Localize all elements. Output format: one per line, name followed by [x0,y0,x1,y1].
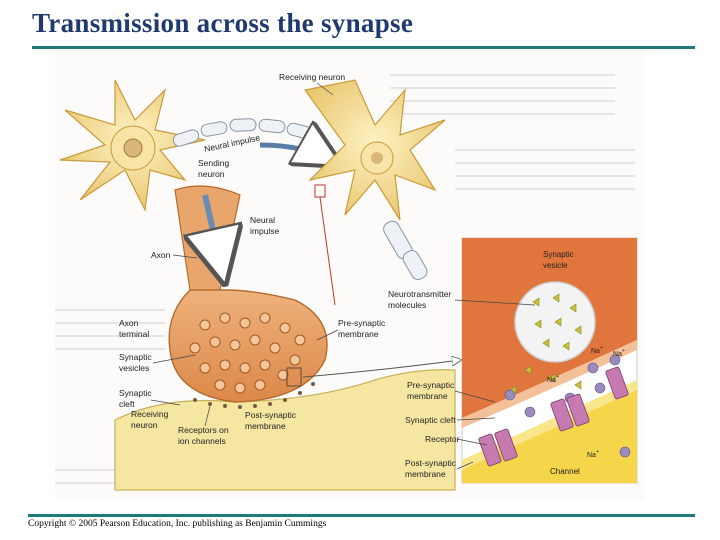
impulse-arrow-axon [205,194,223,275]
inset-labels: Synaptic vesicle Channel [543,250,580,476]
synapse-inset: Na+ Na+ Na+ Na+ Synaptic vesicle Channel [461,237,638,484]
receiving-neuron [303,79,446,280]
label-synaptic-vesicles-2: vesicles [119,363,149,373]
footer-divider [28,514,695,517]
label-inset-post-1: Post-synaptic [405,458,457,468]
label-neurotransmitter-2: molecules [388,300,426,310]
synapse-illustration: Sending neuron Neural impulse Axon Axon … [55,50,645,500]
label-axon: Axon [151,250,171,260]
label-axon-terminal-1: Axon [119,318,139,328]
inset-receptors [478,366,629,467]
svg-text:+: + [596,449,599,455]
na-labels: Na+ Na+ Na+ Na+ [547,345,625,459]
label-inset-post-2: membrane [405,469,446,479]
label-inset-cleft: Synaptic cleft [405,415,456,425]
label-synaptic-vesicles-1: Synaptic [119,352,152,362]
synapse-diagram: Sending neuron Neural impulse Axon Axon … [55,50,645,500]
label-sending-neuron-1: Sending [198,158,229,168]
svg-text:+: + [556,374,559,380]
title-divider [32,46,695,49]
svg-text:Na: Na [587,452,596,459]
svg-text:+: + [600,345,603,351]
label-sending-neuron-2: neuron [198,169,225,179]
receiving-neuron-bottom [114,369,456,491]
label-receiving-neuron-bottom-2: neuron [131,420,158,430]
label-receptors-1: Receptors on [178,425,229,435]
label-neural-impulse-mid-1: Neural [250,215,275,225]
label-inset-vesicle-2: vesicle [543,261,568,270]
label-neural-impulse-mid-2: impulse [250,226,280,236]
label-axon-terminal-2: terminal [119,329,149,339]
svg-text:+: + [622,348,625,354]
svg-text:Na: Na [591,348,600,355]
label-pre-synaptic-1: Pre-synaptic [338,318,386,328]
inset-side-labels: Neurotransmitter molecules Pre-synaptic … [388,289,536,479]
label-inset-channel: Channel [550,467,580,476]
copyright-notice: Copyright © 2005 Pearson Education, Inc.… [28,519,327,529]
zoom-line-red [319,196,336,306]
label-pre-synaptic-2: membrane [338,329,379,339]
label-inset-pre-1: Pre-synaptic [407,380,455,390]
zoom-arrow-to-inset [302,360,460,378]
label-neurotransmitter-1: Neurotransmitter [388,289,451,299]
slide-title: Transmission across the synapse [32,8,414,38]
label-post-synaptic-1: Post-synaptic [245,410,297,420]
left-labels: Sending neuron Neural impulse Axon Axon … [119,72,386,446]
label-receiving-neuron-bottom-1: Receiving [131,409,169,419]
label-inset-vesicle-1: Synaptic [543,250,574,259]
impulse-arrow-top [259,145,335,162]
synaptic-vesicles [189,312,306,394]
zoom-box-lower [286,367,302,387]
sending-neuron [59,79,206,213]
label-receiving-neuron: Receiving neuron [279,72,345,82]
receptor-dots [193,382,315,409]
label-synaptic-cleft-2: cleft [119,399,135,409]
svg-text:Na: Na [613,351,622,358]
label-inset-pre-2: membrane [407,391,448,401]
label-synaptic-cleft-1: Synaptic [119,388,152,398]
svg-text:Na: Na [547,377,556,384]
label-receptors-2: ion channels [178,436,226,446]
label-inset-receptor: Receptor [425,434,460,444]
label-post-synaptic-2: membrane [245,421,286,431]
